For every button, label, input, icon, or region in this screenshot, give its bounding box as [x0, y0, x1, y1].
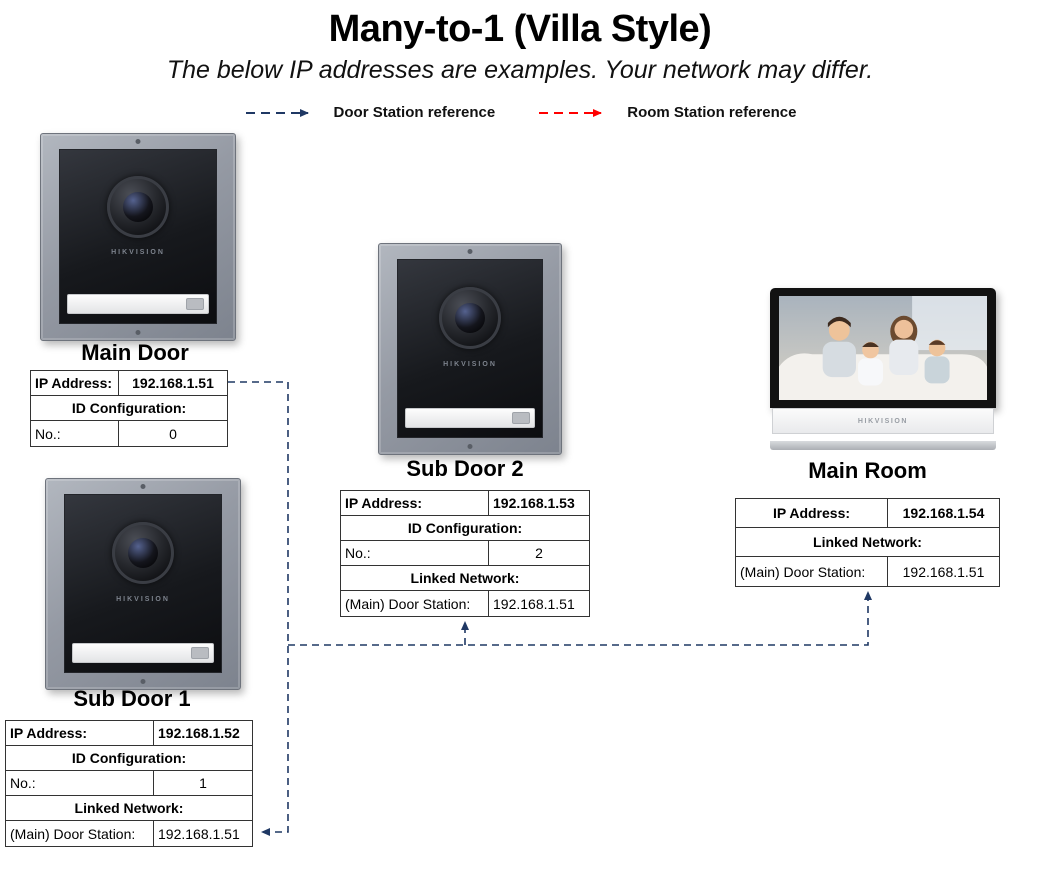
row-label: (Main) Door Station: [341, 591, 489, 616]
table-row: No.: 0 [31, 421, 227, 446]
main-room-device: HIKVISION [770, 288, 996, 450]
table-row: Linked Network: [6, 796, 252, 821]
table-row: ID Configuration: [6, 746, 252, 771]
table-row: Linked Network: [341, 566, 589, 591]
row-value: 2 [535, 545, 543, 561]
call-button-bar [67, 294, 209, 314]
table-row: No.: 1 [6, 771, 252, 796]
table-row: (Main) Door Station: 192.168.1.51 [736, 557, 999, 586]
family-photo [779, 296, 987, 400]
row-value: 192.168.1.54 [902, 505, 985, 521]
door-station-frame: HIKVISION [45, 478, 241, 690]
legend: Door Station reference Room Station refe… [0, 104, 1040, 121]
main-room-table: IP Address: 192.168.1.54 Linked Network:… [735, 498, 1000, 587]
main-room-label: Main Room [808, 458, 927, 483]
table-row: ID Configuration: [31, 396, 227, 421]
legend-room-label: Room Station reference [627, 104, 797, 121]
table-row: IP Address: 192.168.1.53 [341, 491, 589, 516]
table-row: (Main) Door Station: 192.168.1.51 [341, 591, 589, 616]
brand-logo: HIKVISION [111, 248, 165, 256]
row-value: 192.168.1.52 [158, 725, 240, 741]
door-station-panel: HIKVISION [59, 149, 217, 324]
row-label: No.: [6, 771, 154, 795]
door-reference-arrow-icon [245, 108, 309, 117]
row-value: 192.168.1.51 [158, 825, 240, 842]
main-door-device: HIKVISION [40, 133, 236, 341]
row-value: 192.168.1.53 [493, 495, 575, 511]
sub-door-2-table: IP Address: 192.168.1.53 ID Configuratio… [340, 490, 590, 617]
sub-door-2-device: HIKVISION [378, 243, 562, 455]
screw-icon [467, 444, 473, 449]
monitor-chin: HIKVISION [772, 408, 994, 434]
camera-lens-pupil [128, 538, 158, 569]
screw-icon [140, 679, 146, 684]
table-row: No.: 2 [341, 541, 589, 566]
row-value: 192.168.1.51 [132, 375, 214, 391]
row-label: IP Address: [31, 371, 119, 395]
row-value: 192.168.1.51 [493, 595, 575, 612]
row-label: ID Configuration: [71, 750, 187, 766]
main-door-table: IP Address: 192.168.1.51 ID Configuratio… [30, 370, 228, 447]
row-label: IP Address: [341, 491, 489, 515]
sub-door-1-table: IP Address: 192.168.1.52 ID Configuratio… [5, 720, 253, 847]
table-row: IP Address: 192.168.1.51 [31, 371, 227, 396]
row-label: (Main) Door Station: [736, 557, 888, 586]
screw-icon [135, 139, 141, 144]
row-label: No.: [31, 421, 119, 446]
table-row: Linked Network: [736, 528, 999, 557]
row-label: IP Address: [736, 499, 888, 527]
legend-door-label: Door Station reference [333, 104, 496, 121]
row-label: Linked Network: [410, 570, 520, 586]
table-row: IP Address: 192.168.1.52 [6, 721, 252, 746]
row-label: ID Configuration: [407, 520, 523, 536]
room-reference-arrow-icon [539, 108, 603, 117]
screw-icon [135, 330, 141, 335]
call-button-icon [186, 298, 204, 310]
camera-lens-icon [107, 176, 169, 239]
table-row: IP Address: 192.168.1.54 [736, 499, 999, 528]
door-station-frame: HIKVISION [40, 133, 236, 341]
call-button-bar [72, 643, 214, 663]
monitor-screen [770, 288, 996, 408]
brand-logo: HIKVISION [857, 417, 909, 425]
camera-lens-icon [439, 287, 501, 350]
row-label: IP Address: [6, 721, 154, 745]
sub-door-2-label: Sub Door 2 [406, 456, 524, 481]
sub-door-1-label: Sub Door 1 [73, 686, 191, 711]
call-button-icon [512, 412, 530, 424]
call-button-icon [191, 647, 209, 659]
row-label: No.: [341, 541, 489, 565]
row-value: 1 [199, 775, 207, 791]
door-station-panel: HIKVISION [64, 494, 222, 673]
door-station-frame: HIKVISION [378, 243, 562, 455]
page-title: Many-to-1 (Villa Style) [328, 8, 712, 50]
row-label: ID Configuration: [71, 400, 187, 416]
sub-door-1-device: HIKVISION [45, 478, 241, 690]
row-label: (Main) Door Station: [6, 821, 154, 846]
monitor-base [770, 441, 996, 450]
door-station-panel: HIKVISION [397, 259, 543, 438]
call-button-bar [405, 408, 535, 428]
camera-lens-icon [112, 522, 174, 585]
screw-icon [140, 484, 146, 489]
row-value: 192.168.1.51 [902, 563, 985, 580]
table-row: (Main) Door Station: 192.168.1.51 [6, 821, 252, 846]
table-row: ID Configuration: [341, 516, 589, 541]
row-value: 0 [169, 425, 177, 442]
camera-lens-pupil [455, 303, 485, 334]
page-subtitle: The below IP addresses are examples. You… [166, 56, 874, 84]
brand-logo: HIKVISION [443, 360, 497, 368]
row-label: Linked Network: [813, 534, 922, 550]
main-door-label: Main Door [81, 340, 189, 365]
row-label: Linked Network: [74, 800, 184, 816]
screw-icon [467, 249, 473, 254]
brand-logo: HIKVISION [116, 595, 170, 603]
camera-lens-pupil [123, 192, 153, 223]
